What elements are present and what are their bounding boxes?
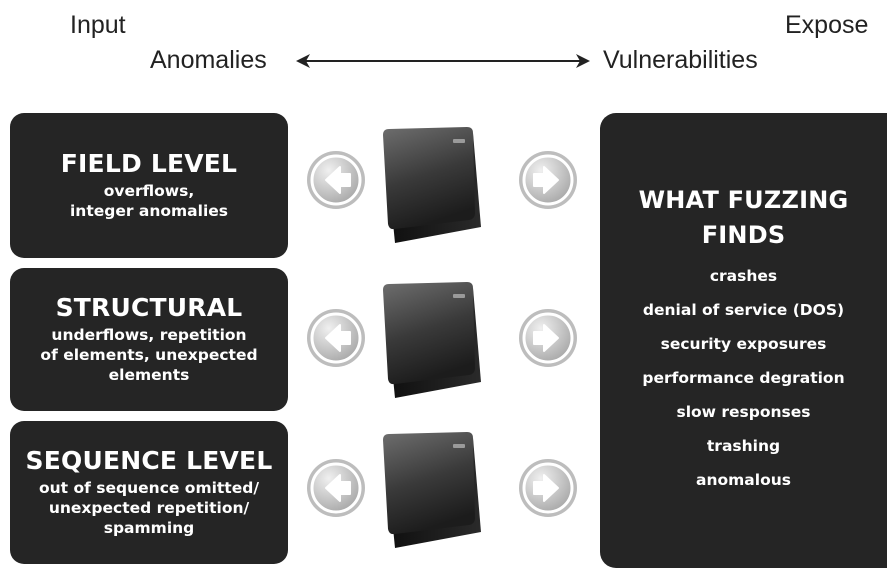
keyboard-key-icon (383, 282, 481, 398)
vulnerabilities-label: Vulnerabilities (603, 46, 758, 74)
sequence-level-box: SEQUENCE LEVEL out of sequence omitted/ … (10, 421, 288, 564)
sequence-level-line: spamming (103, 518, 195, 537)
finds-list-item: anomalous (696, 470, 791, 489)
field-level-title: FIELD LEVEL (60, 148, 238, 178)
sequence-level-line: out of sequence omitted/ (39, 478, 259, 497)
sequence-level-line: unexpected repetition/ (48, 498, 250, 517)
sequence-level-title: SEQUENCE LEVEL (25, 445, 273, 475)
left-arrow-circle-icon (306, 458, 366, 518)
structural-line: of elements, unexpected (40, 345, 258, 364)
structural-box: STRUCTURAL underflows, repetition of ele… (10, 268, 288, 411)
what-fuzzing-finds-title: WHAT FUZZING FINDS (600, 183, 887, 253)
structural-line: elements (108, 365, 190, 384)
finds-title-line: WHAT FUZZING (638, 186, 849, 214)
field-level-description: overflows, integer anomalies (10, 181, 288, 221)
finds-list-item: slow responses (676, 402, 811, 421)
what-fuzzing-finds-box: WHAT FUZZING FINDS crashes denial of ser… (600, 113, 887, 568)
double-headed-arrow-icon (296, 54, 590, 68)
finds-list-item: denial of service (DOS) (642, 300, 845, 319)
finds-title-line: FINDS (701, 220, 786, 249)
field-level-box: FIELD LEVEL overflows, integer anomalies (10, 113, 288, 258)
structural-description: underflows, repetition of elements, unex… (10, 325, 288, 385)
finds-list: crashes denial of service (DOS) security… (600, 259, 887, 497)
finds-list-item: trashing (706, 436, 781, 455)
structural-line: underflows, repetition (51, 325, 247, 344)
right-arrow-circle-icon (518, 308, 578, 368)
input-label: Input (70, 11, 126, 39)
field-level-line: overflows, (103, 181, 195, 200)
expose-label: Expose (785, 11, 869, 39)
field-level-line: integer anomalies (69, 201, 229, 220)
structural-title: STRUCTURAL (55, 292, 243, 322)
sequence-level-description: out of sequence omitted/ unexpected repe… (10, 478, 288, 538)
left-arrow-circle-icon (306, 150, 366, 210)
anomalies-label: Anomalies (150, 46, 267, 74)
left-arrow-circle-icon (306, 308, 366, 368)
keyboard-key-icon (383, 432, 481, 548)
finds-list-item: crashes (709, 266, 778, 285)
keyboard-key-icon (383, 127, 481, 243)
finds-list-item: performance degration (642, 368, 845, 387)
right-arrow-circle-icon (518, 150, 578, 210)
finds-list-item: security exposures (660, 334, 827, 353)
right-arrow-circle-icon (518, 458, 578, 518)
